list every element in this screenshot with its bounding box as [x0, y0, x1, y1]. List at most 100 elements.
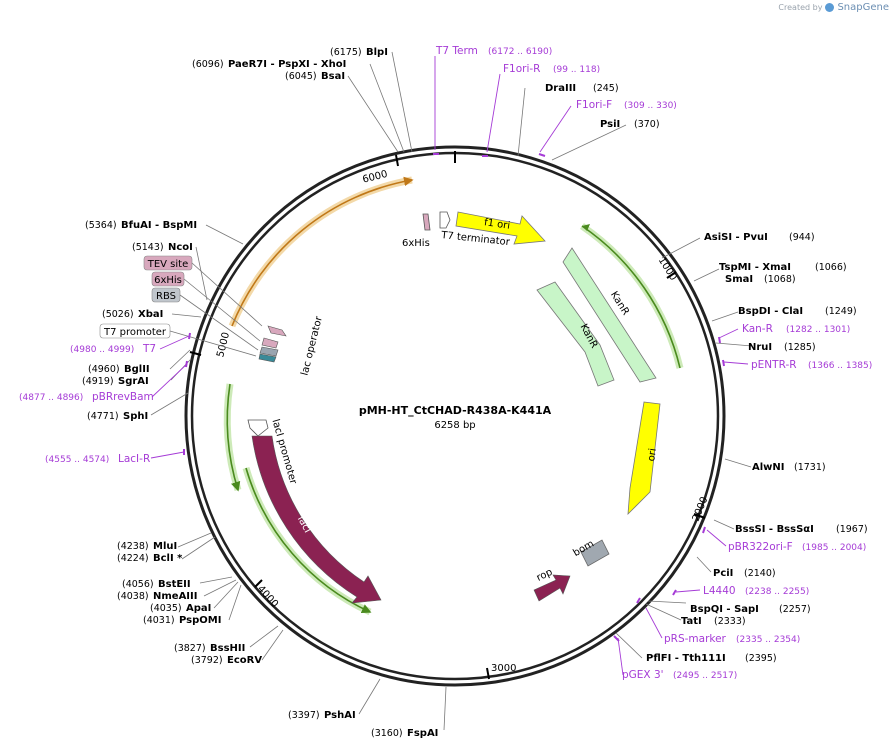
- feature-f1-ori: f1 ori: [455, 211, 546, 245]
- primer-f1ori-r: F1ori-R (99 .. 118): [503, 63, 600, 75]
- tick-5000: [189, 351, 202, 356]
- site-xbai: (5026) XbaI: [102, 309, 163, 320]
- f1-ori-label: f1 ori: [483, 217, 510, 232]
- site-name-nrui: NruI: [748, 342, 772, 353]
- site-name-fspai: FspAI: [407, 728, 438, 739]
- site-num-psii: (370): [634, 119, 660, 130]
- site-num-pcii: (2140): [744, 568, 776, 579]
- site-name-sgrai: SgrAI: [118, 376, 149, 387]
- tick-1000: [666, 271, 677, 279]
- site-bsteii: (4056) BstEII: [122, 579, 191, 590]
- site-mlui: (4238) MluI: [117, 541, 177, 552]
- site-num-bsai: (6045): [285, 71, 317, 82]
- primer-name-pbr322ori-f: pBR322ori-F: [728, 541, 793, 553]
- site-num-tati: (2333): [714, 616, 746, 627]
- site-bspqi: BspQI - SapI (2257): [690, 604, 811, 615]
- site-bsshii: (3827) BssHII: [174, 643, 245, 654]
- primer-l4440: L4440 (2238 .. 2255): [703, 585, 809, 597]
- primer-lead-pbr322ori-f: [706, 529, 727, 547]
- site-num-smai: (1068): [764, 274, 796, 285]
- backbone-outer-ring: [184, 145, 726, 687]
- primer-range-prs-marker: (2335 .. 2354): [736, 635, 800, 645]
- site-smai: SmaI (1068): [725, 274, 796, 285]
- primer-lead-prs-marker: [645, 607, 663, 639]
- site-name-pflfi: PflFI - Tth111I: [646, 653, 726, 664]
- primer-pbrrevbam: (4877 .. 4896) pBRrevBam: [19, 391, 154, 403]
- primer-range-pbr322ori-f: (1985 .. 2004): [802, 543, 866, 553]
- f1-ori-arrow: [455, 211, 546, 245]
- primer-name-pgex3: pGEX 3': [622, 669, 664, 681]
- tick-3000: [486, 667, 490, 680]
- primer-t7: (4980 .. 4999) T7: [70, 343, 156, 355]
- site-num-bfuai: (5364): [85, 220, 117, 231]
- his-tag-label-top: 6xHis: [402, 238, 430, 249]
- site-blpi: (6175) BlpI: [330, 47, 388, 58]
- primer-range-pgex3: (2495 .. 2517): [673, 671, 737, 681]
- site-name-bcli: BclI *: [153, 553, 183, 564]
- site-num-blpi: (6175): [330, 47, 362, 58]
- primer-lead-pbrrevbam: [151, 363, 188, 398]
- primer-name-kan-r: Kan-R: [742, 323, 773, 335]
- his-tag-label-left: 6xHis: [154, 275, 182, 286]
- orf-arc-upper-left: [231, 176, 414, 327]
- site-num-tspmi: (1066): [815, 262, 847, 273]
- primer-pgex3: pGEX 3' (2495 .. 2517): [622, 669, 737, 681]
- site-num-fspai: (3160): [371, 728, 403, 739]
- primer-name-prs-marker: pRS-marker: [664, 633, 727, 645]
- site-nrui: NruI (1285): [748, 342, 816, 353]
- tev-site-label: TEV site: [147, 259, 189, 270]
- site-name-nmeaiii: NmeAIII: [153, 591, 197, 602]
- primer-lead-laci-r: [150, 451, 185, 459]
- primer-lead-f1ori-r: [486, 73, 501, 153]
- credit-text: Created by: [778, 3, 823, 12]
- bom-box: [580, 539, 610, 567]
- site-name-asisi: AsiSI - PvuI: [704, 232, 768, 243]
- lac-operator-label: lac operator: [300, 314, 326, 376]
- site-num-bsssi: (1967): [836, 524, 868, 535]
- site-num-bspqi: (2257): [779, 604, 811, 615]
- site-fspai: (3160) FspAI: [371, 728, 438, 739]
- site-bcli: (4224) BclI *: [117, 553, 183, 564]
- rop-label: rop: [535, 567, 555, 584]
- primer-lead-pentr-r: [723, 361, 749, 365]
- primer-range-kan-r: (1282 .. 1301): [786, 325, 850, 335]
- primer-name-pentr-r: pENTR-R: [751, 359, 797, 371]
- primer-kan-r: Kan-R (1282 .. 1301): [742, 323, 850, 335]
- tick-label-3000: 3000: [491, 663, 516, 674]
- feature-6xhis-top: 6xHis: [402, 213, 431, 249]
- primer-t7term: T7 Term (6172 .. 6190): [435, 45, 552, 57]
- snapgene-logo-icon: [825, 3, 835, 12]
- site-num-sgrai: (4919): [82, 376, 114, 387]
- tick-label-4000: 4000: [255, 584, 280, 610]
- primer-name-laci-r: LacI-R: [118, 453, 150, 465]
- site-pspomi: (4031) PspOMI: [143, 615, 221, 626]
- site-paer7i: (6096) PaeR7I - PspXI - XhoI: [192, 59, 346, 70]
- primer-marker-ticks: [183, 153, 725, 642]
- primer-name-l4440: L4440: [703, 585, 736, 597]
- primer-lead-f1ori-f: [539, 105, 572, 153]
- site-name-bspqi: BspQI - SapI: [690, 604, 759, 615]
- site-num-asisi: (944): [789, 232, 815, 243]
- site-draiii: DraIII (245): [545, 83, 619, 94]
- site-name-ecorv: EcoRV: [227, 655, 262, 666]
- site-num-pflfi: (2395): [745, 653, 777, 664]
- site-bsssi: BssSI - BssSαI (1967): [735, 524, 868, 535]
- feature-rop: rop: [533, 567, 571, 602]
- primer-range-laci-r: (4555 .. 4574): [45, 455, 109, 465]
- feature-laci: lacI: [251, 435, 382, 604]
- site-psii: PsiI (370): [600, 119, 660, 130]
- site-num-nmeaiii: (4038): [117, 591, 149, 602]
- site-num-bglii: (4960): [88, 364, 120, 375]
- tick-4000: [254, 579, 263, 588]
- site-ecorv: (3792) EcoRV: [191, 655, 262, 666]
- site-num-nrui: (1285): [784, 342, 816, 353]
- primer-leaders: [150, 56, 749, 676]
- site-sphi: (4771) SphI: [87, 411, 148, 422]
- feature-ori: ori: [627, 401, 661, 516]
- site-name-mlui: MluI: [153, 541, 177, 552]
- laci-promoter-arrow: [247, 419, 269, 437]
- orf-arc-left: [226, 383, 241, 492]
- site-name-ncoi: NcoI: [168, 242, 193, 253]
- site-pshai: (3397) PshAI: [288, 710, 356, 721]
